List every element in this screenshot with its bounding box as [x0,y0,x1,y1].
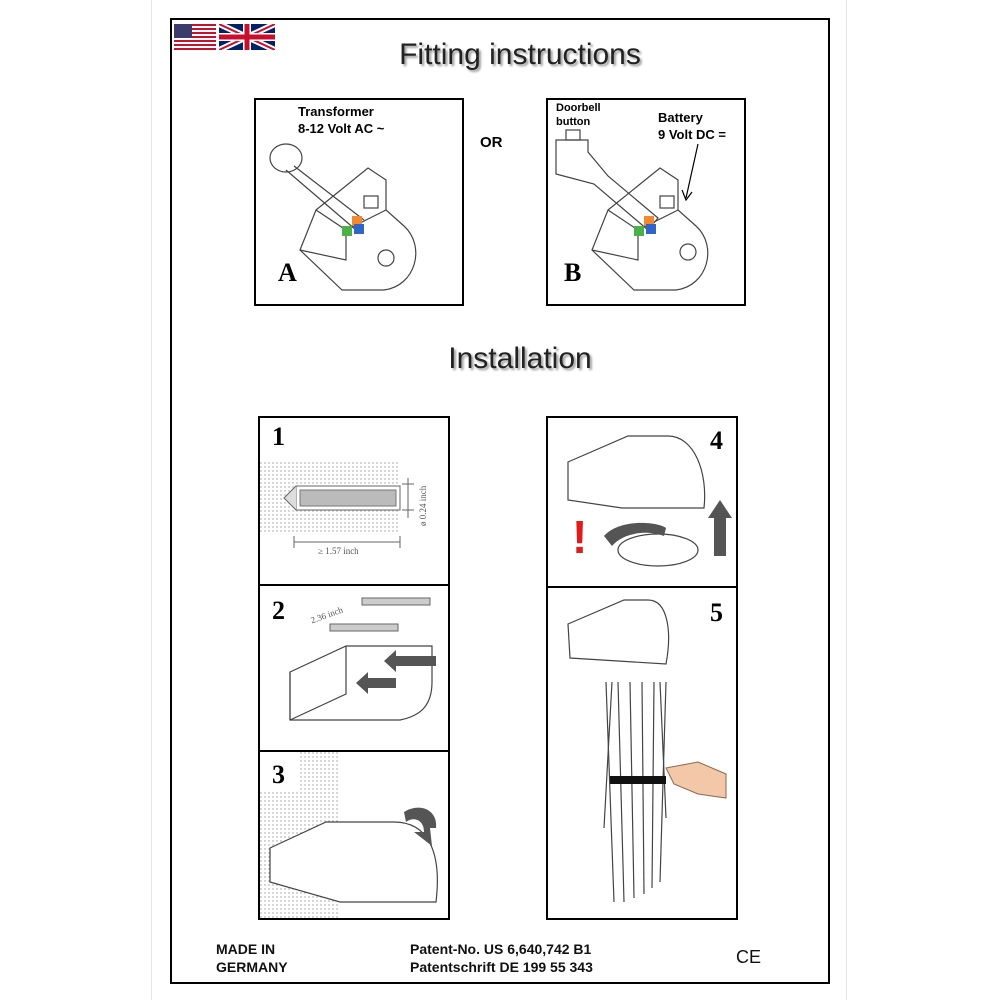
drill-depth-label: ≥ 1.57 inch [318,546,359,556]
step-5-number: 5 [710,598,723,627]
battery-voltage-label: 9 Volt DC = [658,127,727,142]
transformer-voltage-label: 8-12 Volt AC ~ [298,121,385,136]
option-b-letter: B [564,258,582,287]
battery-label: Battery [658,110,703,125]
remove-base-drawing [567,435,732,567]
uk-flag-icon [219,24,275,50]
step-1-panel: 1 ø 0.24 inch ≥ 1.57 inch [258,416,450,586]
step-3-number: 3 [272,760,285,789]
transformer-label: Transformer [298,104,374,119]
doorbell-button-label: button [556,116,591,128]
or-label: OR [480,134,503,151]
option-a-panel: Transformer 8-12 Volt AC ~ A [254,98,464,306]
grip-bristles-drawing [567,599,727,903]
installation-title: Installation [448,342,592,375]
mounting-screws-drawing [289,597,436,721]
step-1-number: 1 [272,422,285,451]
made-in-label: MADE IN [216,941,276,957]
option-b-panel: Doorbell button Battery 9 Volt DC = B [546,98,746,306]
warning-icon: ! [572,511,588,563]
battery-wiring-drawing [555,129,709,291]
us-flag-icon [174,24,216,50]
ce-mark: CE [736,947,762,967]
mount-on-wall-drawing [260,752,438,918]
made-in-country: GERMANY [216,959,288,975]
step-4-panel: 4 ! [546,416,738,588]
option-a-letter: A [278,258,297,287]
transformer-wiring-drawing [269,143,417,291]
patent-us: Patent-No. US 6,640,742 B1 [410,941,592,957]
step-2-panel: 2 2.36 inch [258,584,450,752]
wall-plug-drawing [260,462,414,548]
doorbell-label: Doorbell [556,102,601,114]
sheet-border [170,18,830,984]
step-2-number: 2 [272,596,285,625]
step-5-panel: 5 [546,586,738,920]
patent-de: Patentschrift DE 199 55 343 [410,959,593,975]
step-3-panel: 3 [258,750,450,920]
page-title: Fitting instructions [399,38,641,71]
plug-diameter-label: ø 0.24 inch [418,485,428,526]
step-4-number: 4 [710,426,723,455]
